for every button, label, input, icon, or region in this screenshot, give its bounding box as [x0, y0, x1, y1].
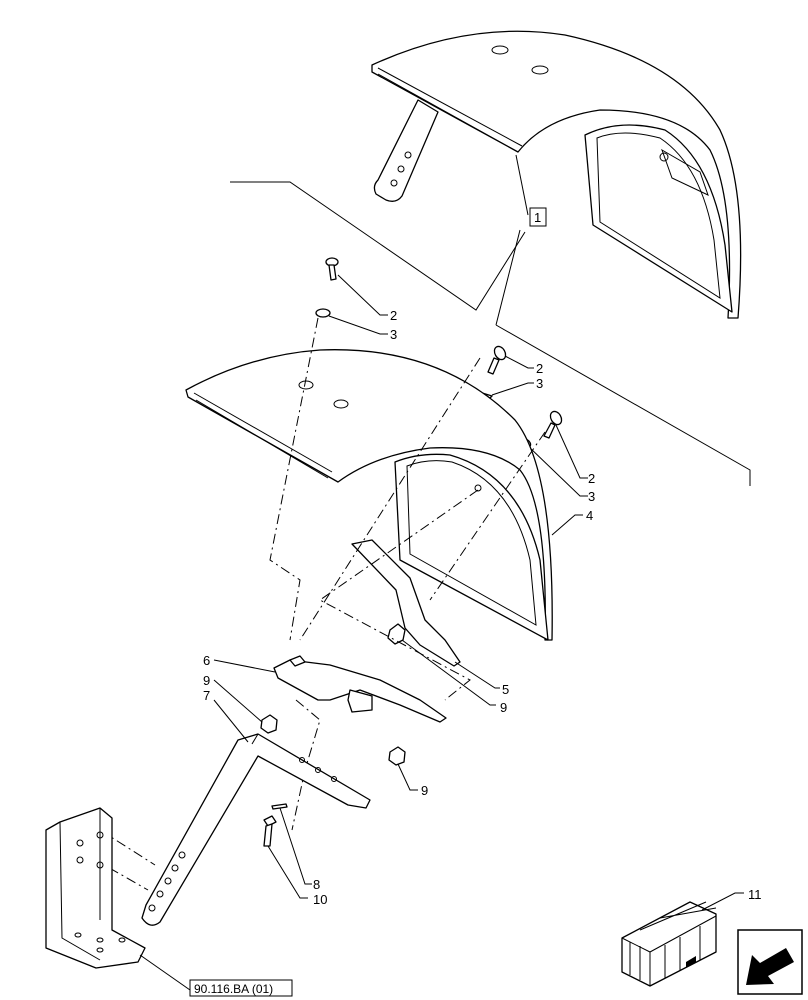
bolt-2-right [543, 410, 563, 439]
axis-line-5 [291, 699, 321, 831]
callout-1: 1 [529, 207, 547, 227]
callout-2-right: 2 [588, 471, 595, 486]
callout-9-lower: 9 [421, 783, 428, 798]
leader-5 [454, 661, 500, 689]
leader-9-left [213, 679, 263, 723]
callout-4: 4 [586, 508, 593, 523]
leader-2-right [555, 424, 588, 479]
leader-9-lower [397, 763, 418, 791]
leader-4 [551, 514, 583, 536]
leader-10 [267, 845, 308, 899]
callout-10: 10 [313, 892, 327, 907]
axis-line-4 [429, 431, 546, 601]
leader-2-middle [504, 355, 534, 369]
callout-9-left: 9 [203, 673, 210, 688]
fender-4 [185, 349, 553, 641]
axis-line-6 [91, 829, 156, 891]
assembly-line-left [230, 181, 526, 311]
axis-line-2 [299, 357, 481, 641]
leader-6 [213, 659, 276, 673]
bolt-2-middle [487, 345, 507, 375]
leader-2-upper [337, 274, 388, 316]
fender-assembly-top [371, 30, 742, 319]
fender-bracket-5 [351, 539, 461, 667]
support-bracket-6 [273, 655, 447, 723]
callout-3-middle: 3 [536, 376, 543, 391]
svg-text:1: 1 [534, 210, 541, 225]
callout-3-upper: 3 [390, 327, 397, 342]
svg-text:90.116.BA (01): 90.116.BA (01) [194, 982, 273, 996]
leader-3-upper [328, 315, 388, 335]
leader-3-middle [491, 382, 534, 396]
leader-3-right [527, 445, 588, 497]
leader-9-upper [401, 639, 496, 706]
leader-7 [213, 699, 249, 743]
callout-7: 7 [203, 688, 210, 703]
leader-reference [139, 954, 191, 991]
assembly-line-right [495, 229, 751, 486]
parts-kit-crate-icon [621, 901, 717, 987]
l-bracket-reference-part [45, 807, 146, 969]
washer-8 [271, 803, 288, 810]
nut-9-lower [388, 746, 406, 766]
callout-5: 5 [502, 682, 509, 697]
callout-6: 6 [203, 653, 210, 668]
reference-link[interactable]: 90.116.BA (01) [189, 979, 293, 997]
nut-9-upper [387, 623, 406, 645]
callout-8: 8 [313, 877, 320, 892]
axis-line-1 [269, 317, 319, 641]
callout-2-middle: 2 [536, 361, 543, 376]
bolt-2-upper [325, 257, 339, 281]
arrow-navigation-icon[interactable] [737, 929, 803, 995]
leader-1 [515, 154, 529, 216]
leader-11 [701, 892, 744, 911]
callout-2-upper: 2 [390, 308, 397, 323]
mounting-arm-7 [141, 733, 371, 926]
washer-3-upper [315, 308, 331, 318]
leader-8 [279, 807, 312, 885]
bolt-10 [263, 815, 277, 847]
callout-3-right: 3 [588, 489, 595, 504]
nut-9-left [260, 714, 278, 734]
callout-9-upper: 9 [500, 700, 507, 715]
callout-11: 11 [748, 887, 762, 902]
